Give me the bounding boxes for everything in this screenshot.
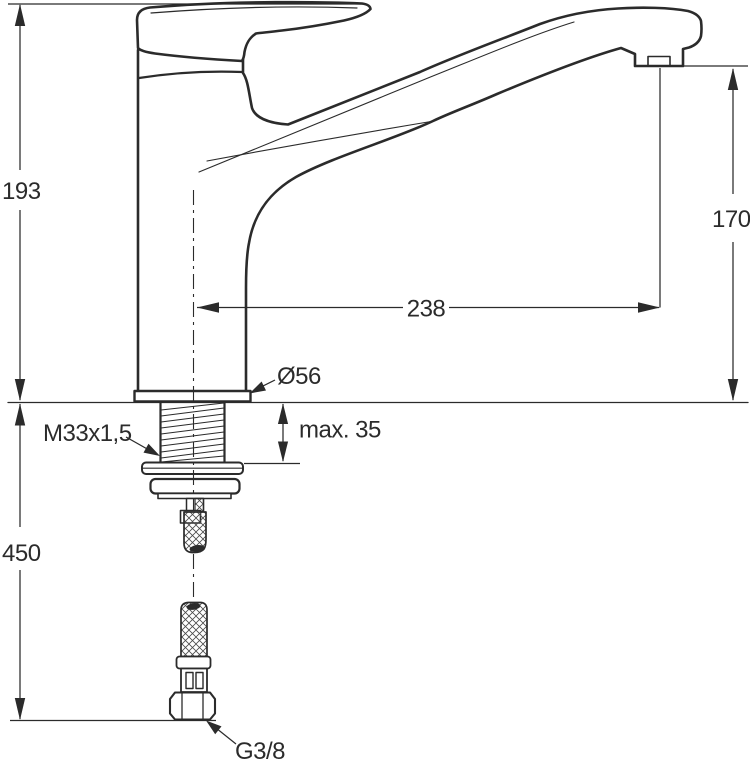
mounting-nut [149,477,241,495]
dimension-238: 238 [197,68,661,323]
shank-assembly [141,401,244,500]
callout-diameter-56: Ø56 [249,363,322,394]
hose-segment-upper [183,511,207,554]
dimension-238-label: 238 [407,296,446,323]
arrowhead-connection-g38 [206,720,222,735]
hose-upper-end-cap [189,544,205,553]
arrowhead-238-right [638,302,660,313]
mounting-area [7,389,749,404]
arrowhead-450-top [14,403,26,426]
callout-connection-g38: G3/8 [206,720,286,760]
faucet-neck-arc [137,70,244,80]
arrowhead-thread-m33 [143,443,160,456]
connector-hex-nut [168,691,217,721]
connector-collar [175,655,212,670]
arrowhead-450-bottom [14,698,26,720]
thread-m33-leader [125,436,150,451]
faucet-outline [136,6,703,393]
connection-g38-leader [215,727,237,745]
arrowhead-max35-top [277,403,289,424]
spout-crease-lower [206,120,432,162]
dimension-170-label: 170 [712,206,750,233]
connector-rib-slot-right [195,671,204,690]
hose-lower-end-cap [186,603,201,610]
dimension-450: 450 [2,403,41,720]
arrowhead-170-bottom [727,379,739,401]
spout-crease-upper [198,21,575,173]
dimension-193: 193 [2,4,41,401]
hose-segment-lower [180,601,208,658]
handle-top-crease [150,6,358,14]
thread-m33-label: M33x1,5 [43,420,132,447]
dimension-max35-label: max. 35 [299,417,381,444]
hose-stud-hatch [194,497,205,513]
arrowhead-170-top [727,68,739,90]
aerator-inner-rect [647,55,671,67]
callout-thread-m33: M33x1,5 [43,420,160,456]
dimensions: 193 450 238 170 [2,3,750,760]
connection-g38-label: G3/8 [235,738,285,760]
shank-thread-hatch [160,402,225,463]
dimension-170: 170 [712,68,750,401]
arrowhead-diameter-56 [249,381,266,394]
connector-rib-slot-left [185,671,194,690]
dimension-193-label: 193 [2,178,41,205]
dimension-max35: max. 35 [244,403,382,465]
arrowhead-193-bottom [14,379,26,401]
supply-hose [168,497,217,721]
diameter-56-label: Ø56 [277,363,321,390]
dimension-450-label: 450 [2,540,41,567]
handle-outline [135,0,372,63]
faucet-spout-outline [241,6,703,393]
base-flange [133,389,252,403]
faucet-handle [135,0,372,63]
arrowhead-238-left [197,302,219,313]
arrowhead-max35-bottom [277,441,289,462]
arrowhead-193-top [14,4,26,26]
